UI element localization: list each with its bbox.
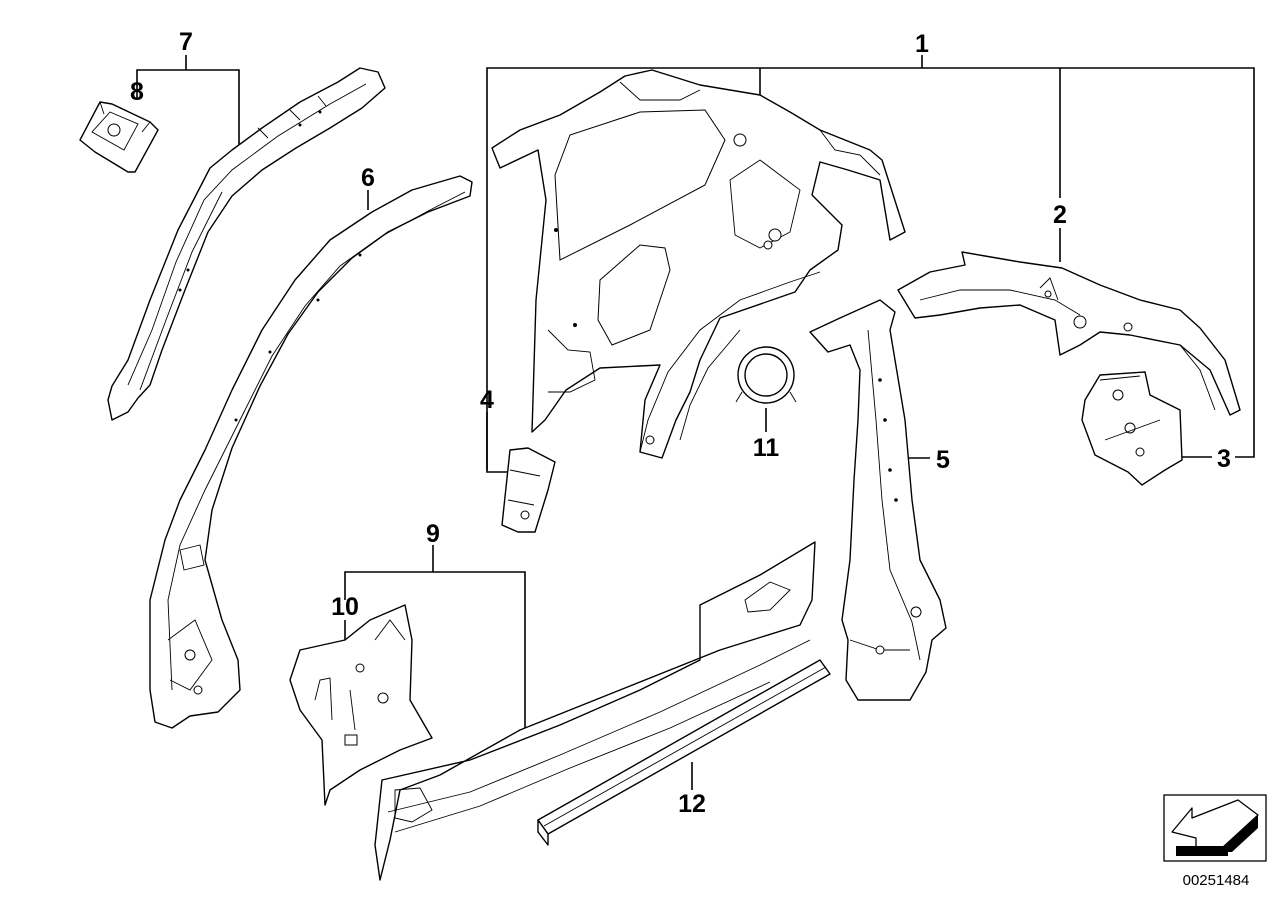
part-8-bracket	[79, 101, 159, 173]
part-4-reinforcement	[501, 447, 556, 533]
part-1-side-frame	[491, 69, 906, 459]
arrow-orientation-icon	[1163, 794, 1267, 862]
callout-3: 3	[1217, 445, 1231, 473]
callout-2: 2	[1053, 201, 1067, 229]
callout-8: 8	[130, 78, 144, 106]
callout-1: 1	[915, 30, 929, 58]
callout-12: 12	[678, 790, 706, 818]
callout-labels: 1 2 3 4 5 6 7 8 9 10 11 12	[130, 28, 1231, 818]
part-7-roof-frame	[107, 67, 386, 421]
callout-9: 9	[426, 520, 440, 548]
part-12-rail	[537, 659, 831, 846]
part-3-wheel-housing	[1081, 371, 1183, 486]
part-10-inner-panel	[289, 604, 433, 806]
part-5-b-pillar	[809, 299, 947, 701]
part-9-sill-panel	[374, 541, 816, 881]
callout-4: 4	[480, 386, 494, 414]
document-number: 00251484	[1183, 872, 1250, 889]
leader-lines	[136, 55, 1255, 790]
callout-11: 11	[753, 434, 780, 462]
part-2-arch-panel	[897, 251, 1241, 416]
callout-6: 6	[361, 164, 375, 192]
callout-10: 10	[331, 593, 359, 621]
part-11-filler-ring	[735, 346, 797, 404]
part-6-a-pillar	[149, 175, 473, 729]
callout-5: 5	[936, 446, 950, 474]
callout-7: 7	[179, 28, 193, 56]
